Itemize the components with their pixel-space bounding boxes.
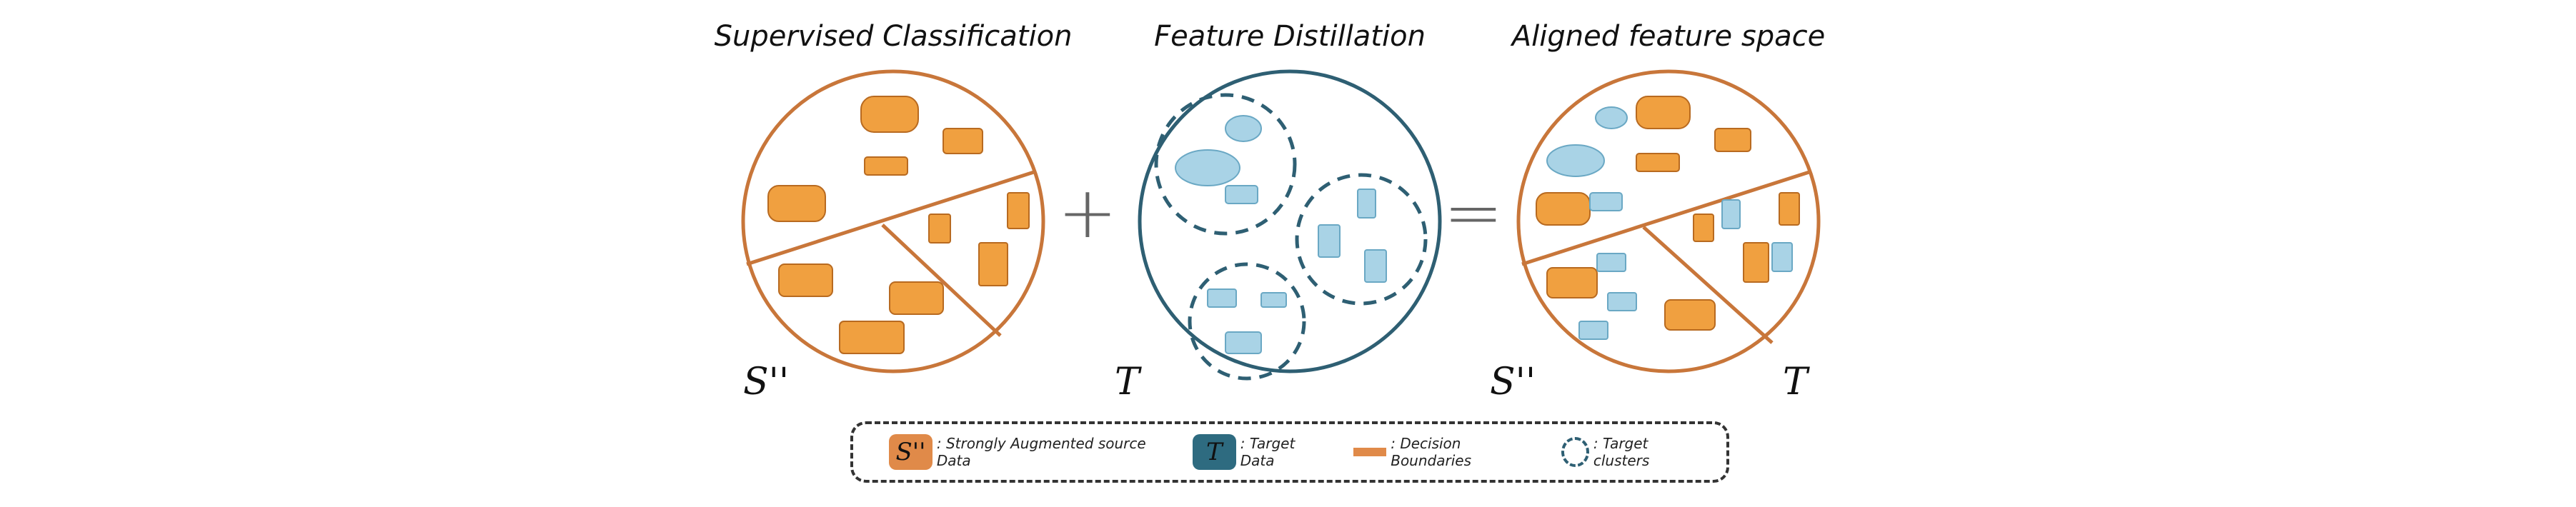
source-object-icon: [767, 185, 826, 222]
source-object-icon: [978, 242, 1008, 286]
source-object-icon: [928, 214, 951, 244]
source-object-icon: [1007, 192, 1030, 229]
source-object-icon: [1546, 267, 1598, 298]
source-object-icon: [1693, 214, 1714, 242]
source-set-label-aligned: S'': [1490, 361, 1536, 403]
target-set-label: T: [1115, 361, 1140, 403]
target-object-icon: [1607, 292, 1637, 311]
target-object-icon: [1225, 115, 1262, 142]
target-object-icon: [1578, 321, 1608, 340]
target-object-icon: [1318, 224, 1341, 258]
legend-item-target: T : Target Data: [1192, 434, 1326, 470]
source-set-label: S'': [743, 361, 790, 403]
source-object-icon: [778, 263, 833, 297]
target-object-icon: [1589, 192, 1623, 211]
source-object-icon: [943, 128, 983, 154]
target-object-icon: [1260, 292, 1287, 308]
target-swatch: T: [1192, 434, 1236, 470]
decision-boundary: [1642, 226, 1774, 344]
source-object-icon: [1664, 299, 1716, 331]
decision-boundary: [746, 169, 1037, 266]
target-object-icon: [1225, 185, 1258, 204]
target-object-icon: [1595, 106, 1628, 129]
title-aligned-feature-space: Aligned feature space: [1511, 20, 1826, 53]
legend-item-boundary: : Decision Boundaries: [1353, 435, 1534, 469]
aligned-circle-group: [1516, 69, 1821, 373]
source-object-icon: [1636, 153, 1680, 172]
equals-operator: =: [1443, 171, 1503, 254]
source-swatch: S'': [889, 434, 933, 470]
source-object-icon: [889, 281, 944, 315]
source-object-icon: [1779, 192, 1800, 226]
target-object-icon: [1364, 249, 1387, 283]
legend-source-text: : Strongly Augmented source Data: [936, 435, 1146, 469]
target-cluster: [1188, 262, 1306, 381]
target-object-icon: [1596, 253, 1626, 272]
target-object-icon: [1225, 331, 1262, 354]
target-set-label-aligned: T: [1783, 361, 1808, 403]
legend-target-text: : Target Data: [1240, 435, 1296, 469]
source-object-icon: [1536, 192, 1591, 226]
target-cluster: [1154, 93, 1297, 236]
legend-cluster-text: : Target clusters: [1593, 435, 1650, 469]
source-object-icon: [860, 96, 919, 133]
target-object-icon: [1721, 199, 1741, 229]
title-supervised-classification: Supervised Classification: [714, 20, 1073, 53]
source-object-icon: [1636, 96, 1691, 129]
source-circle-group: [741, 69, 1045, 373]
legend-box: S'' : Strongly Augmented source Data T :…: [850, 421, 1729, 483]
source-object-icon: [864, 156, 908, 176]
source-object-icon: [1714, 128, 1751, 152]
decision-boundary: [1521, 169, 1812, 266]
decision-boundary: [881, 224, 1002, 337]
plus-operator: +: [1058, 171, 1118, 254]
source-object-icon: [1743, 242, 1769, 283]
target-object-icon: [1175, 149, 1240, 186]
target-object-icon: [1771, 242, 1793, 272]
target-object-icon: [1546, 144, 1605, 177]
target-object-icon: [1357, 189, 1376, 219]
target-cluster: [1295, 173, 1428, 306]
target-object-icon: [1207, 288, 1237, 308]
legend-item-cluster: : Target clusters: [1561, 435, 1699, 469]
cluster-ring-icon: [1561, 437, 1589, 467]
target-circle-group: [1138, 69, 1442, 381]
title-feature-distillation: Feature Distillation: [1154, 20, 1426, 53]
legend-item-source: S'' : Strongly Augmented source Data: [889, 434, 1165, 470]
legend-boundary-text: : Decision Boundaries: [1391, 435, 1471, 469]
boundary-swatch-icon: [1353, 448, 1387, 456]
source-object-icon: [839, 321, 905, 354]
